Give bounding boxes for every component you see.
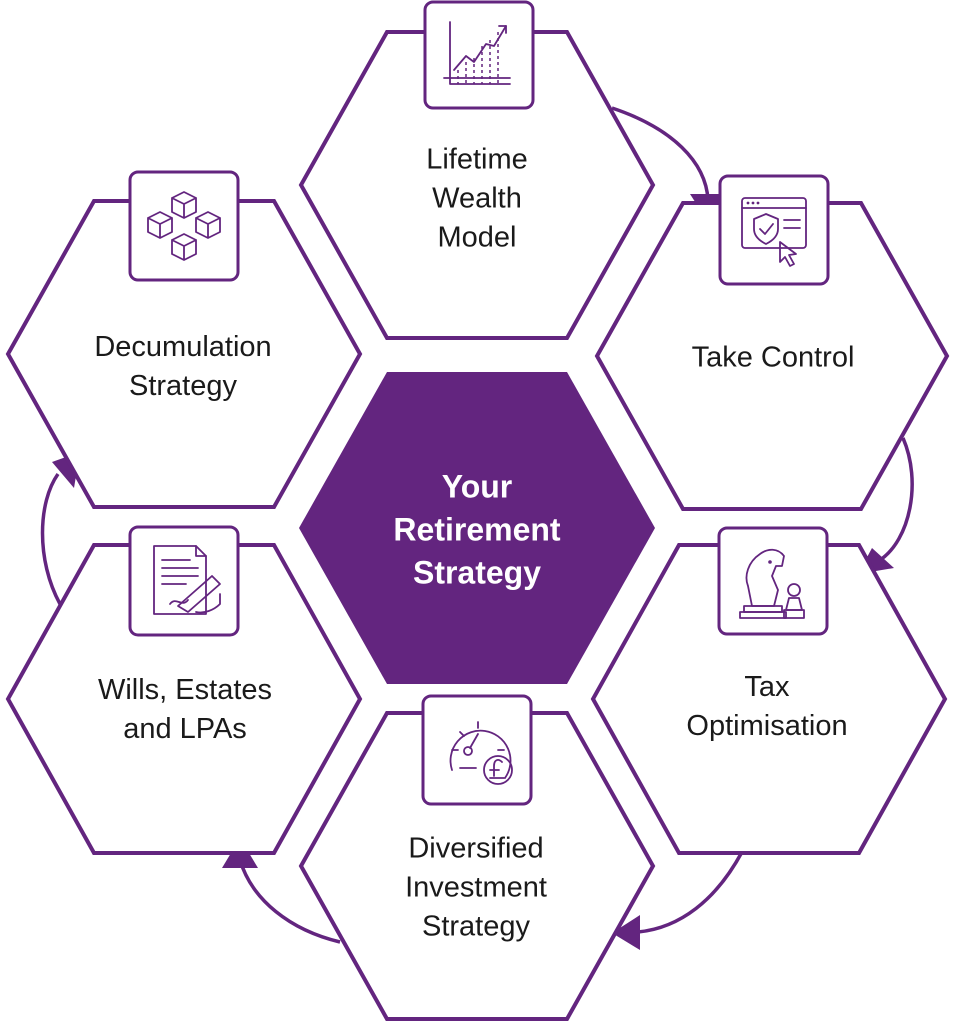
shield-browser-icon: [718, 174, 830, 286]
hexagon-diversified-investment: [298, 711, 656, 1021]
center-label: Your Retirement Strategy: [393, 468, 561, 591]
label-take-control: Take Control: [691, 341, 855, 374]
label-decumulation: Decumulation Strategy: [94, 331, 272, 402]
label-diversified-investment: Diversified Investment Strategy: [405, 832, 547, 943]
chess-pieces-icon: [717, 526, 829, 636]
cubes-network-icon: [128, 170, 240, 282]
document-sign-icon: [128, 525, 240, 637]
hexagon-center: [299, 372, 655, 684]
hexagon-decumulation: [5, 199, 363, 509]
hexagon-take-control: [594, 201, 950, 511]
hexagon-tax-optimisation: [590, 543, 948, 855]
label-wills-estates: Wills, Estates and LPAs: [97, 674, 273, 745]
label-tax-optimisation: Tax Optimisation: [686, 671, 848, 742]
label-lifetime-wealth-model: Lifetime Wealth Model: [426, 143, 528, 254]
pound-gauge-icon: [421, 694, 533, 806]
arrow-tax-to-investment: [612, 851, 744, 950]
growth-chart-icon: [423, 0, 535, 110]
hexagon-lifetime-wealth-model: [298, 30, 656, 340]
hexagon-wills-estates: [5, 543, 363, 855]
